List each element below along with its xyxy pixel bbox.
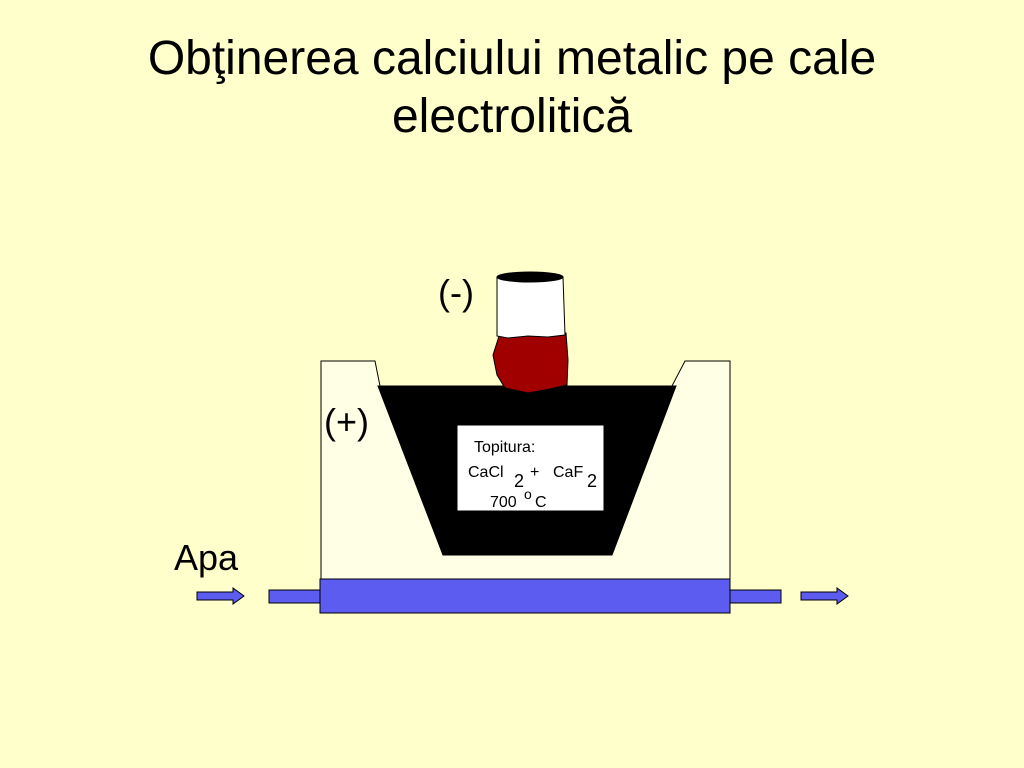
arrow-right-icon <box>196 587 245 605</box>
melt-degree: o <box>524 486 532 502</box>
anode-label: (+) <box>324 401 369 442</box>
title-line-2: electrolitică <box>391 90 633 143</box>
melt-formula-b: CaF <box>553 464 583 481</box>
cooling-jacket <box>319 578 731 614</box>
cathode-electrode-body <box>496 276 566 339</box>
melt-heading: Topitura: <box>474 439 535 456</box>
melt-plus: + <box>530 464 539 481</box>
melt-temperature: 700 <box>490 494 517 511</box>
water-label: Apa <box>174 537 239 578</box>
cathode-electrode-tip <box>492 332 569 394</box>
melt-sub-b: 2 <box>587 471 597 491</box>
water-outlet-pipe <box>729 589 782 604</box>
slide-title: Obţinerea calciului metalic pe cale elec… <box>0 30 1024 146</box>
water-inlet-pipe <box>268 589 321 604</box>
melt-formula-a: CaCl <box>468 464 504 481</box>
arrow-right-icon <box>800 587 849 605</box>
melt-unit: C <box>535 494 547 511</box>
melt-sub-a: 2 <box>514 471 524 491</box>
melt-label-box <box>456 424 605 512</box>
cathode-label: (-) <box>438 272 474 313</box>
cathode-electrode-top <box>496 271 564 283</box>
title-line-1: Obţinerea calciului metalic pe cale <box>147 32 877 85</box>
